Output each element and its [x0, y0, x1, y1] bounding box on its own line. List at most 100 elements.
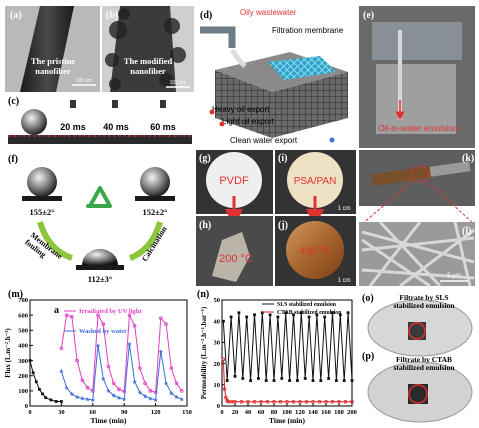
data-point [153, 390, 158, 395]
series-line [60, 313, 183, 394]
data-point [307, 315, 311, 319]
data-point [285, 399, 289, 404]
data-point [299, 311, 303, 315]
membrane-tube [371, 165, 433, 187]
x-tick-label: 60 [90, 409, 97, 416]
data-point [226, 399, 231, 404]
y-tick-label: 200 [18, 373, 28, 380]
y-tick-label: 0 [217, 403, 220, 410]
data-point [101, 322, 106, 327]
data-point [259, 399, 263, 404]
emulsion-label: Oil-in-water emulsion [378, 123, 458, 133]
data-point [69, 391, 75, 397]
y-tick-label: 300 [18, 358, 28, 365]
data-point [148, 396, 153, 401]
x-tick-label: 160 [321, 409, 331, 416]
temperature-label: 400 °C [300, 246, 331, 257]
data-point [284, 311, 288, 315]
data-point [153, 397, 158, 403]
y-tick-label: 30 [214, 340, 221, 347]
y-tick-label: 20 [214, 361, 221, 368]
data-point [158, 349, 164, 354]
panel-label: (p) [362, 351, 374, 362]
data-point [350, 379, 354, 382]
panel-label: (b) [106, 10, 118, 21]
upper-tank [372, 22, 462, 60]
data-point [260, 311, 264, 315]
data-point [64, 385, 69, 391]
data-point [70, 314, 74, 319]
x-tick-label: 200 [347, 409, 357, 416]
series-line [222, 312, 353, 381]
data-point [272, 379, 276, 382]
data-point [34, 380, 38, 384]
data-point [111, 381, 116, 386]
y-tick-label: 600 [18, 312, 28, 319]
contact-angle: 112±3° [88, 274, 113, 284]
panel-i: (i) PSA/PAN 1 cm [275, 150, 356, 227]
panel-label: (o) [362, 293, 374, 304]
caption-line: The pristine [31, 56, 75, 66]
tank-front [215, 70, 272, 138]
x-tick-label: 120 [151, 409, 161, 416]
data-point [59, 368, 64, 374]
inlet-pipe [200, 26, 236, 48]
panel-label: (c) [8, 96, 19, 107]
data-point [85, 386, 90, 390]
droplet [21, 109, 47, 135]
data-point [288, 379, 291, 382]
data-point [122, 396, 127, 402]
data-point [319, 379, 323, 382]
zoom-line [425, 179, 475, 225]
substrate [135, 196, 175, 201]
needle [160, 100, 166, 108]
data-point [38, 387, 41, 391]
caption-line: stabilized emulsion [393, 363, 455, 372]
panel-c: (c) 20 ms 40 ms 60 ms [5, 94, 194, 148]
legend-entry: CTAB stabilized emulsion [277, 310, 342, 316]
data-point [117, 387, 121, 392]
panel-label: (j) [278, 220, 288, 231]
series-line [29, 360, 62, 402]
data-point [278, 399, 283, 404]
light-oil-label: Light oil export [222, 117, 275, 126]
y-tick-label: 40 [214, 318, 221, 325]
data-point [229, 315, 233, 319]
filtration-membrane [268, 56, 336, 80]
x-tick-label: 30 [58, 409, 65, 416]
panel-f: (f) 155±2° 152±2° 112±3° Membranefouling… [5, 150, 194, 286]
data-point [338, 313, 342, 317]
heavy-oil-label: Heavy oil export [212, 105, 270, 114]
sample [408, 384, 428, 404]
data-point [343, 399, 348, 404]
data-point [304, 399, 309, 404]
data-point [90, 397, 95, 403]
series-line [60, 343, 182, 401]
data-point [221, 319, 225, 323]
deformed-membrane [212, 232, 250, 282]
data-point [163, 381, 169, 386]
scale-label: 100 nm [76, 78, 93, 84]
data-point [137, 390, 143, 395]
panel-label: (h) [199, 220, 211, 231]
data-point [41, 392, 44, 396]
scale-label: 1 cm [337, 206, 350, 212]
x-tick-label: 0 [28, 409, 31, 416]
data-point [222, 387, 227, 391]
lower-tank [376, 64, 456, 134]
panel-d: (d) Oily wastewater Filtration membrane … [197, 6, 357, 148]
data-point [143, 381, 147, 386]
caption-line: nanofiber [35, 66, 71, 76]
panel-label: (g) [199, 153, 211, 164]
caption-line: The modified [124, 56, 173, 66]
panel-label: (l) [462, 226, 471, 237]
droplet [140, 167, 170, 197]
data-point [346, 311, 350, 315]
legend-entry: SLS stabilized emulsion [277, 302, 337, 308]
scale-label: 1 cm [337, 278, 350, 284]
